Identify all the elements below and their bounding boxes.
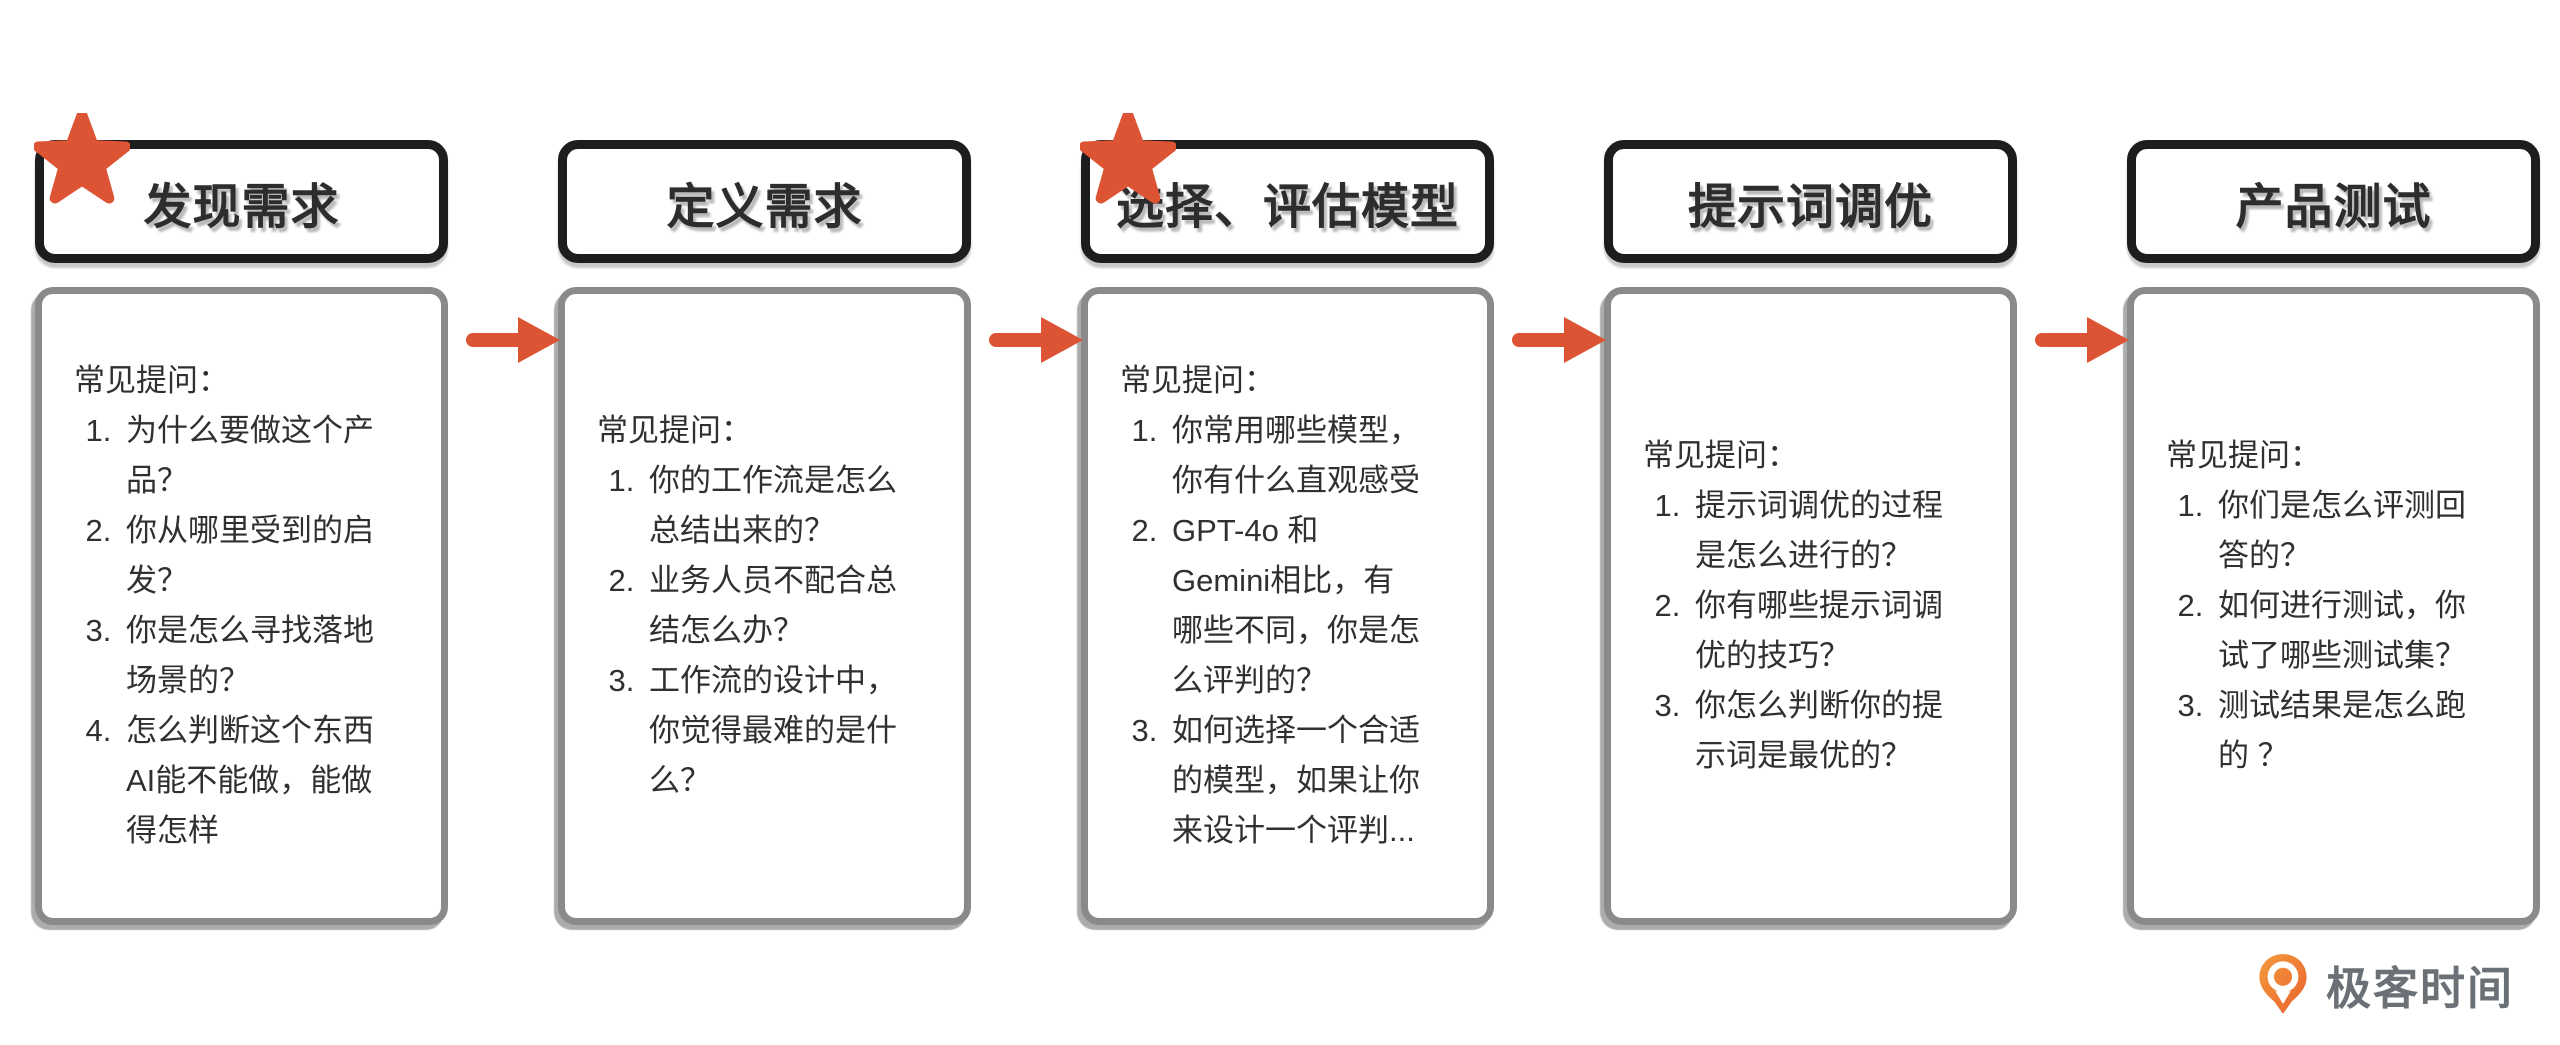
question-item: 你有哪些提示词调 优的技巧？: [1689, 581, 1978, 681]
stage-header-box: 定义需求: [558, 140, 971, 263]
questions-card: 常见提问： 你的工作流是怎么 总结出来的？ 业务人员不配合总 结怎么办？ 工作流…: [558, 287, 971, 925]
stage-product-testing: 产品测试 常见提问： 你们是怎么评测回 答的？ 如何进行测试，你 试了哪些测试集…: [2127, 140, 2540, 925]
stage-define-needs: 定义需求 常见提问： 你的工作流是怎么 总结出来的？ 业务人员不配合总 结怎么办…: [558, 140, 971, 925]
question-item: 怎么判断这个东西 AI能不能做，能做 得怎样: [120, 706, 409, 856]
stage-title: 定义需求: [666, 180, 863, 234]
stage-select-evaluate-model: 选择、评估模型 常见提问： 你常用哪些模型， 你有什么直观感受 GPT-4o 和…: [1081, 140, 1494, 925]
question-item: 工作流的设计中， 你觉得最难的是什 么？: [643, 656, 932, 806]
questions-label: 常见提问：: [1643, 438, 1798, 473]
arrow-right-icon: [464, 309, 566, 371]
brand-name: 极客时间: [2325, 962, 2514, 1014]
question-item: 你是怎么寻找落地 场景的？: [120, 606, 409, 706]
geektime-logo-icon: [2259, 954, 2307, 1014]
questions-list: 你常用哪些模型， 你有什么直观感受 GPT-4o 和 Gemini相比，有 哪些…: [1120, 406, 1455, 856]
brand-logo: 极客时间: [2254, 951, 2514, 1017]
question-item: 测试结果是怎么跑 的 ？: [2212, 681, 2501, 781]
arrow-right-icon: [987, 309, 1089, 371]
question-item: 你怎么判断你的提 示词是最优的？: [1689, 681, 1978, 781]
questions-card: 常见提问： 你们是怎么评测回 答的？ 如何进行测试，你 试了哪些测试集？ 测试结…: [2127, 287, 2540, 925]
questions-label: 常见提问：: [74, 363, 229, 398]
stage-title: 产品测试: [2235, 180, 2432, 234]
stage-header-box: 选择、评估模型: [1081, 140, 1494, 263]
stages-row: 发现需求 常见提问： 为什么要做这个产 品？ 你从哪里受到的启 发？ 你是怎么寻…: [35, 140, 2540, 925]
stage-title: 发现需求: [143, 180, 340, 234]
questions-label: 常见提问：: [597, 413, 752, 448]
questions-list: 你的工作流是怎么 总结出来的？ 业务人员不配合总 结怎么办？ 工作流的设计中， …: [597, 456, 932, 806]
question-item: 提示词调优的过程 是怎么进行的？: [1689, 481, 1978, 581]
stage-title: 提示词调优: [1687, 180, 1933, 234]
questions-list: 你们是怎么评测回 答的？ 如何进行测试，你 试了哪些测试集？ 测试结果是怎么跑 …: [2166, 481, 2501, 781]
question-item: 为什么要做这个产 品？: [120, 406, 409, 506]
stage-header-box: 产品测试: [2127, 140, 2540, 263]
stage-header-box: 发现需求: [35, 140, 448, 263]
arrow-right-icon: [1510, 309, 1612, 371]
question-item: 你常用哪些模型， 你有什么直观感受: [1166, 406, 1455, 506]
question-item: 业务人员不配合总 结怎么办？: [643, 556, 932, 656]
star-icon: [1080, 113, 1176, 209]
question-item: 如何进行测试，你 试了哪些测试集？: [2212, 581, 2501, 681]
stage-title: 选择、评估模型: [1115, 180, 1459, 234]
questions-list: 提示词调优的过程 是怎么进行的？ 你有哪些提示词调 优的技巧？ 你怎么判断你的提…: [1643, 481, 1978, 781]
questions-card: 常见提问： 你常用哪些模型， 你有什么直观感受 GPT-4o 和 Gemini相…: [1081, 287, 1494, 925]
question-item: 如何选择一个合适 的模型，如果让你 来设计一个评判...: [1166, 706, 1455, 856]
question-item: 你的工作流是怎么 总结出来的？: [643, 456, 932, 556]
question-item: 你从哪里受到的启 发？: [120, 506, 409, 606]
questions-list: 为什么要做这个产 品？ 你从哪里受到的启 发？ 你是怎么寻找落地 场景的？ 怎么…: [74, 406, 409, 856]
stage-discover-needs: 发现需求 常见提问： 为什么要做这个产 品？ 你从哪里受到的启 发？ 你是怎么寻…: [35, 140, 448, 925]
questions-card: 常见提问： 提示词调优的过程 是怎么进行的？ 你有哪些提示词调 优的技巧？ 你怎…: [1604, 287, 2017, 925]
questions-label: 常见提问：: [1120, 363, 1275, 398]
questions-label: 常见提问：: [2166, 438, 2321, 473]
star-icon: [34, 113, 130, 209]
arrow-right-icon: [2033, 309, 2135, 371]
question-item: 你们是怎么评测回 答的？: [2212, 481, 2501, 581]
questions-card: 常见提问： 为什么要做这个产 品？ 你从哪里受到的启 发？ 你是怎么寻找落地 场…: [35, 287, 448, 925]
question-item: GPT-4o 和 Gemini相比，有 哪些不同，你是怎 么评判的？: [1166, 506, 1455, 706]
stage-header-box: 提示词调优: [1604, 140, 2017, 263]
stage-prompt-tuning: 提示词调优 常见提问： 提示词调优的过程 是怎么进行的？ 你有哪些提示词调 优的…: [1604, 140, 2017, 925]
